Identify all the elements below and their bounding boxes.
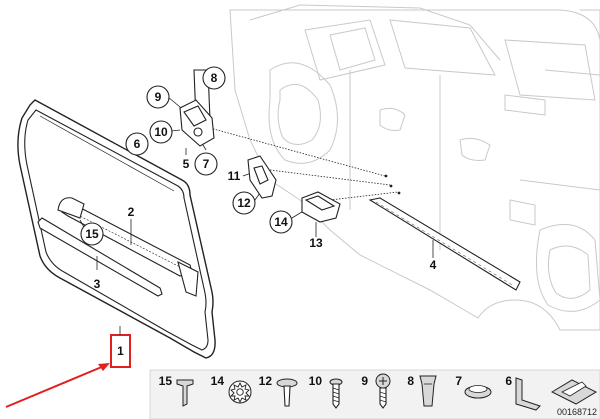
callout-9: 9: [146, 85, 170, 109]
callout-15: 15: [80, 222, 104, 246]
part-arrow-icon: [550, 379, 598, 405]
vehicle-background-outline: [229, 4, 600, 331]
callout-4-label: 4: [430, 258, 437, 272]
highlight-part-1: 1: [5, 326, 131, 408]
callout-15-label: 15: [85, 227, 99, 241]
callout-8: 8: [202, 66, 226, 90]
legend-label-14: 14: [211, 374, 225, 388]
callout-12-label: 12: [237, 196, 251, 210]
callout-3-label: 3: [94, 277, 101, 291]
legend-label-12: 12: [259, 374, 273, 388]
upper-bracket-assembly: [179, 69, 215, 147]
push-clip-icon: [176, 379, 194, 407]
callout-10-label: 10: [154, 125, 168, 139]
callout-13-label: 13: [309, 236, 323, 250]
angle-bracket-icon: [515, 377, 541, 411]
callout-11-label: 11: [228, 169, 241, 183]
expanding-rivet-icon: [276, 378, 298, 407]
callout-14-label: 14: [274, 215, 288, 229]
callout-7-label: 7: [203, 157, 210, 171]
legend-label-8: 8: [407, 374, 414, 388]
spreader-nut-icon: [419, 375, 437, 407]
legend-label-6: 6: [505, 374, 512, 388]
callout-8-label: 8: [211, 71, 218, 85]
torx-screw-icon: [375, 373, 391, 409]
lower-trim-strip: [37, 217, 163, 297]
legend-strip: 15 14 12 10 9: [149, 369, 600, 419]
red-arrow: [5, 365, 105, 408]
callout-5-label: 5: [183, 157, 190, 171]
screw-icon: [329, 378, 343, 409]
sill-strip: [368, 174, 521, 291]
door-seal-part: [17, 99, 216, 359]
callout-2-label: 2: [128, 205, 135, 219]
callout-12: 12: [232, 191, 256, 215]
callout-6: 6: [125, 132, 149, 156]
document-number: 00168712: [557, 407, 597, 417]
callout-6-label: 6: [134, 137, 141, 151]
legend-label-9: 9: [361, 374, 368, 388]
callout-9-label: 9: [155, 90, 162, 104]
middle-bracket: [247, 155, 277, 199]
legend-label-10: 10: [309, 374, 323, 388]
lock-washer-icon: [228, 380, 252, 404]
grommet-icon: [464, 385, 492, 399]
leader-lines: [79, 94, 434, 270]
legend-label-7: 7: [455, 374, 462, 388]
callout-14: 14: [269, 210, 293, 234]
clip-block: [301, 191, 341, 223]
callout-7: 7: [194, 152, 218, 176]
callout-10: 10: [149, 120, 173, 144]
callout-1-label: 1: [117, 344, 124, 358]
legend-label-15: 15: [159, 374, 173, 388]
